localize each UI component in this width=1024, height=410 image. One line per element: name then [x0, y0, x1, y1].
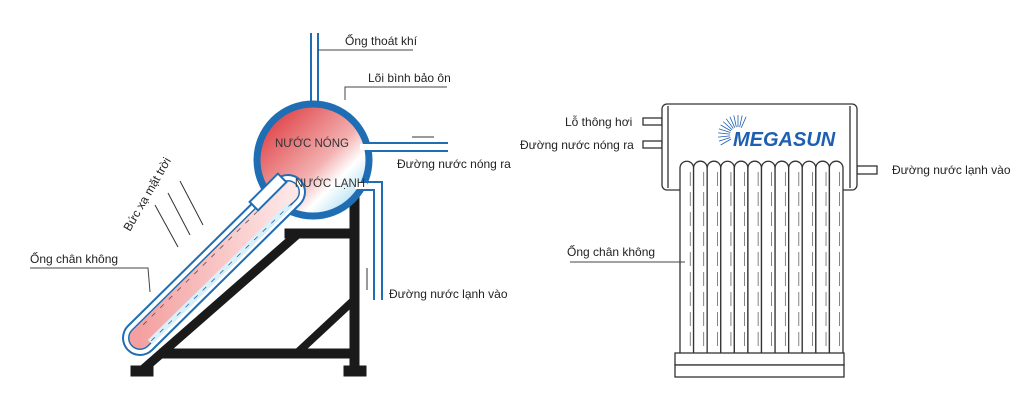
front-view: [642, 103, 878, 378]
sun-ray: [718, 128, 731, 133]
sun-ray: [733, 115, 737, 128]
vacuum-tube: [760, 160, 776, 353]
cold-water-pipe: [358, 181, 383, 300]
leader-line: [344, 86, 447, 100]
vacuum-tube: [733, 160, 749, 353]
solar-radiation-arrows: [154, 180, 204, 248]
vacuum-tube: [122, 172, 306, 356]
sun-ray: [729, 116, 736, 128]
vent-hole-label: Lỗ thông hơi: [565, 114, 632, 129]
vacuum-tube-label: Ống chân không: [30, 251, 118, 266]
stand-frame: [130, 194, 367, 377]
hot-water-label: NƯỚC NÓNG: [275, 137, 349, 150]
solar-radiation-label: Bức xạ mặt trời: [120, 155, 173, 234]
vacuum-tubes: [679, 160, 844, 353]
vacuum-tube: [679, 160, 695, 353]
vacuum-tube: [788, 160, 803, 353]
sun-ray: [739, 115, 743, 128]
cold-water-label: NƯỚC LẠNH: [295, 177, 365, 190]
vacuum-tube-label-right: Ống chân không: [567, 244, 655, 259]
vacuum-tube: [747, 160, 763, 353]
cold-in-label: Đường nước lạnh vào: [389, 287, 508, 301]
sun-ray: [720, 124, 732, 132]
sun-ray: [718, 137, 731, 142]
sun-ray: [722, 121, 733, 130]
sun-ray: [725, 118, 734, 129]
vacuum-tube: [815, 160, 831, 353]
vacuum-tube: [801, 160, 817, 353]
leader-line: [30, 267, 151, 293]
hot-out-label: Đường nước nóng ra: [397, 157, 511, 171]
megasun-logo: MEGASUN: [718, 115, 836, 151]
hot-out-label-right: Đường nước nóng ra: [520, 138, 634, 152]
vent-pipe: [310, 33, 319, 102]
tank-core-label: Lõi bình bảo ôn: [368, 71, 451, 85]
cold-in-label-right: Đường nước lạnh vào: [892, 163, 1011, 177]
sun-ray: [740, 116, 747, 128]
vacuum-tube: [706, 160, 722, 353]
sun-ray: [720, 138, 732, 146]
sun-ray: [718, 132, 731, 135]
vacuum-tube: [828, 160, 844, 353]
hot-water-pipe: [365, 142, 448, 152]
sun-ray: [718, 135, 731, 138]
vacuum-tube: [692, 160, 708, 353]
vacuum-tube: [774, 160, 790, 353]
vent-pipe-label: Ống thoát khí: [345, 33, 418, 48]
logo-text: MEGASUN: [733, 129, 836, 151]
vacuum-tube: [720, 160, 735, 353]
